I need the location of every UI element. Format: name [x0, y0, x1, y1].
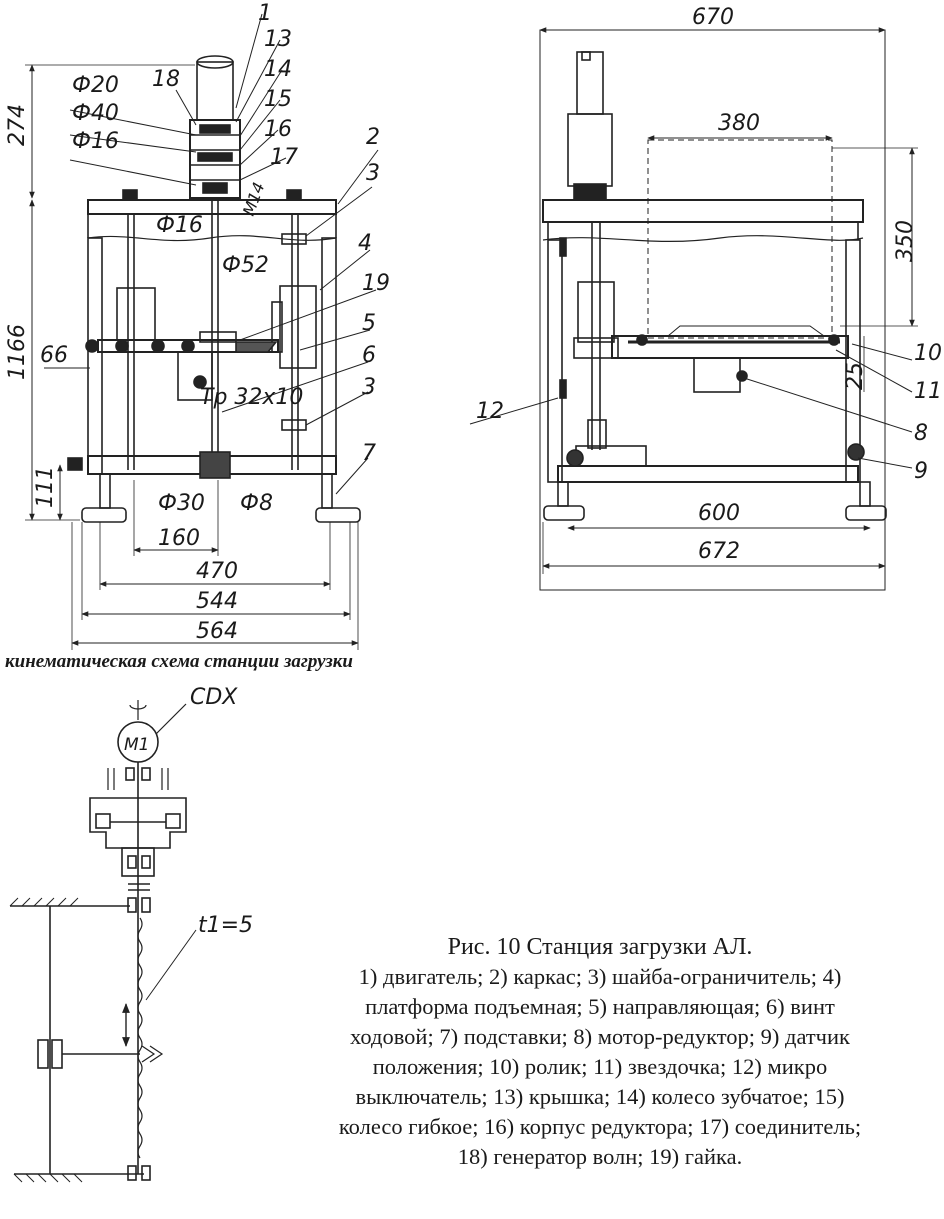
caption-title: Рис. 10 Станция загрузки АЛ.	[447, 934, 753, 960]
caption-line: платформа подъемная; 5) направляющая; 6)…	[365, 994, 835, 1019]
dim-564: 564	[196, 619, 238, 644]
caption-line: 18) генератор волн; 19) гайка.	[457, 1144, 743, 1169]
dim-d16b: Ф16	[156, 213, 203, 238]
motor-top	[196, 55, 234, 69]
guide-bushing	[116, 287, 156, 341]
foot-left	[81, 507, 127, 523]
figure-caption: Рис. 10 Станция загрузки АЛ. 1) двигател…	[255, 932, 944, 1172]
side-motor-reducer	[693, 357, 741, 393]
screw-thread	[137, 917, 143, 1159]
label-17: 17	[270, 145, 298, 170]
label-8: 8	[914, 421, 928, 446]
label-18: 18	[152, 67, 180, 92]
dim-380: 380	[718, 111, 760, 136]
motor-code: CDX	[190, 685, 238, 710]
label-19: 19	[362, 271, 390, 296]
kinematic-scheme	[9, 700, 197, 1183]
frame-right-post	[321, 237, 337, 475]
side-top-beam	[542, 199, 864, 223]
dim-544: 544	[196, 589, 238, 614]
label-13: 13	[264, 27, 292, 52]
label-15: 15	[264, 87, 292, 112]
label-12: 12	[476, 399, 504, 424]
dim-470: 470	[196, 559, 238, 584]
dim-25: 25	[843, 362, 868, 390]
dim-d52: Ф52	[222, 253, 269, 278]
pitch-label: t1=5	[198, 913, 253, 938]
caption-line: ходовой; 7) подставки; 8) мотор-редуктор…	[350, 1024, 850, 1049]
side-view-labels: 10 11 8 9 12 670 380 350 25 600 672	[476, 5, 942, 564]
dim-tr32: Тр 32х10	[200, 385, 303, 410]
dim-111: 111	[33, 466, 58, 508]
dim-672: 672	[698, 539, 740, 564]
label-3b: 3	[362, 375, 376, 400]
label-4: 4	[358, 231, 372, 256]
dim-d30: Ф30	[158, 491, 205, 516]
guide-block	[279, 285, 317, 369]
label-3: 3	[366, 161, 380, 186]
reducer-housing	[189, 119, 241, 199]
motor-body	[196, 61, 234, 121]
dim-66: 66	[40, 343, 68, 368]
label-16: 16	[264, 117, 292, 142]
dim-160: 160	[158, 526, 200, 551]
dim-d20: Ф20	[72, 73, 119, 98]
label-9: 9	[914, 459, 928, 484]
label-14: 14	[264, 57, 292, 82]
dim-d40: Ф40	[72, 101, 119, 126]
frame-left-post	[87, 237, 103, 475]
label-1: 1	[258, 1, 272, 26]
dim-274: 274	[5, 104, 30, 146]
label-2: 2	[366, 125, 380, 150]
dim-m14: М14	[239, 180, 269, 219]
dim-d16: Ф16	[72, 129, 119, 154]
dim-600: 600	[698, 501, 740, 526]
foot-right	[315, 507, 361, 523]
kinematic-labels: М1 CDX t1=5	[124, 685, 253, 938]
label-6: 6	[362, 343, 376, 368]
front-view	[25, 13, 379, 650]
caption-line: положения; 10) ролик; 11) звездочка; 12)…	[372, 1054, 828, 1079]
caption-line: 1) двигатель; 2) каркас; 3) шайба-ограни…	[358, 964, 842, 989]
label-10: 10	[914, 341, 942, 366]
label-5: 5	[362, 311, 376, 336]
side-view	[469, 27, 918, 591]
caption-line: колесо гибкое; 16) корпус редуктора; 17)…	[338, 1114, 862, 1139]
kinematic-title: кинематическая схема станции загрузки	[5, 651, 353, 672]
label-11: 11	[914, 379, 942, 404]
dim-350: 350	[893, 220, 918, 262]
dim-d8: Ф8	[240, 491, 273, 516]
dim-1166: 1166	[5, 324, 30, 380]
front-view-labels: 1 13 14 15 16 17 18 2 3 4 19 5 6 3 7 Ф20…	[5, 1, 390, 644]
label-7: 7	[362, 441, 376, 466]
dim-670: 670	[692, 5, 734, 30]
caption-line: выключатель; 13) крышка; 14) колесо зубч…	[355, 1084, 845, 1109]
motor-label: М1	[124, 735, 149, 755]
